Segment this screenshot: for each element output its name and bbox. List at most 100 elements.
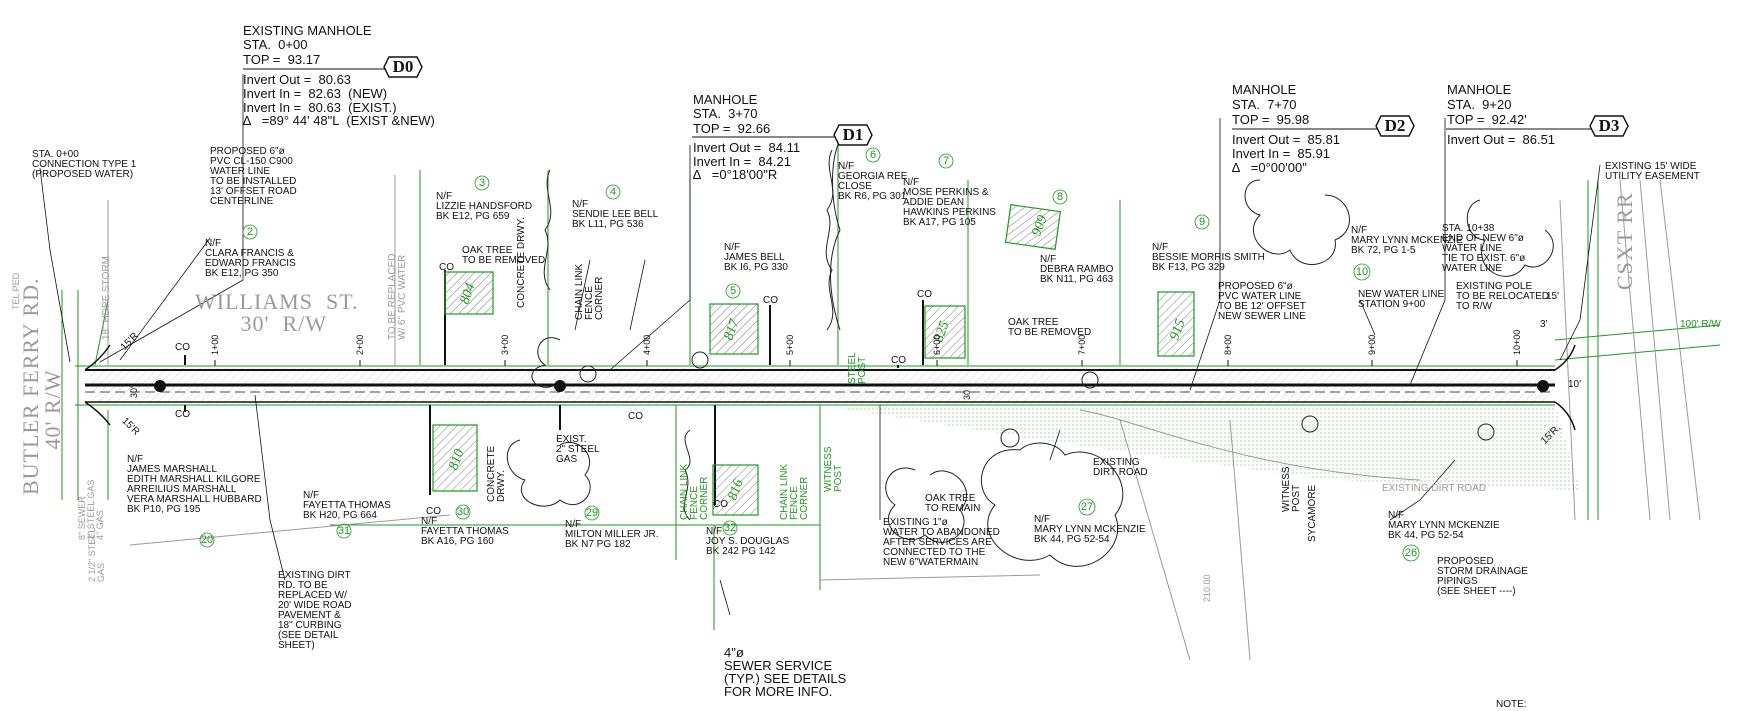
parcel-10: 10	[1353, 263, 1371, 281]
owner-debra-rambo: N/F DEBRA RAMBO BK N11, PG 463	[1040, 254, 1114, 285]
note-existing-water: EXISTING 1"ø WATER TO ABANDONED AFTER SE…	[883, 517, 1000, 568]
note-to-be-replaced: TO BE REPLACED W/ 6" PVC WATER	[387, 253, 408, 340]
owner-fayetta-thomas-2: N/F FAYETTA THOMAS BK A16, PG 160	[421, 516, 509, 547]
manhole-d0-header: EXISTING MANHOLE	[243, 23, 372, 38]
manhole-d3-header: MANHOLE	[1447, 82, 1512, 97]
owner-lizzie-handsford: N/F LIZZIE HANDSFORD BK E12, PG 659	[436, 191, 533, 222]
note-sta-1038: STA. 10+38 END OF NEW 6"ø WATER LINE TIE…	[1442, 223, 1526, 274]
manhole-d0-delta: ∆ =89° 44' 48"L (EXIST &NEW)	[243, 113, 435, 128]
note-existing-dirt-road-1: EXISTING DIRT ROAD	[1093, 457, 1148, 478]
note-utility-easement: EXISTING 15' WIDE UTILITY EASEMENT	[1605, 161, 1700, 182]
note-sycamore: SYCAMORE	[1307, 484, 1318, 542]
note-witness-post-2: WITNESS POST	[1281, 466, 1302, 512]
note-existing-pole: EXISTING POLE TO BE RELOCATED TO R/W	[1456, 281, 1549, 312]
parcel-7: 7	[936, 151, 956, 171]
parcel-27: 27	[1078, 498, 1096, 516]
owner-mary-mckenzie-mid: N/F MARY LYNN MCKENZIE BK 44, PG 52-54	[1034, 514, 1146, 545]
dim-3: 3'	[1540, 319, 1548, 330]
note-proposed-pvc: PROPOSED 6"ø PVC CL-150 C900 WATER LINE …	[210, 146, 297, 207]
manhole-markers	[154, 380, 1549, 392]
manhole-d1-delta: ∆ =0°18'00"R	[693, 167, 778, 182]
owner-georgia-close: N/F GEORGIA REE CLOSE BK R6, PG 301	[838, 161, 908, 202]
note-proposed-pvc-2: PROPOSED 6"ø PVC WATER LINE TO BE 12' OF…	[1218, 281, 1306, 322]
note-oak-removed-2: OAK TREE TO BE REMOVED	[1008, 317, 1092, 338]
cleanout-label-2: CO	[175, 409, 190, 420]
cleanout-label-7: CO	[628, 411, 643, 422]
station-6: 6+00	[932, 334, 942, 355]
street-butler-ferry: BUTLER FERRY RD. 40' R/W	[18, 277, 65, 496]
parcel-26: 26	[1402, 544, 1420, 562]
note-oak-removed-1: OAK TREE TO BE REMOVED	[462, 245, 546, 266]
manhole-d0-station: STA. 0+00	[243, 37, 308, 52]
parcel-9: 9	[1192, 212, 1212, 232]
manhole-d3-tag: D3	[1589, 115, 1629, 137]
note-steel-post: STEEL POST	[847, 352, 868, 384]
manhole-d1-tag: D1	[833, 124, 873, 146]
parcel-3: 3	[472, 173, 492, 193]
manhole-d2-header: MANHOLE	[1232, 82, 1297, 97]
station-1: 1+00	[210, 334, 220, 355]
parcel-8: 8	[1050, 187, 1070, 207]
owner-joy-douglas: N/F JOY S. DOUGLAS BK 242 PG 142	[706, 526, 790, 557]
main-pipes	[84, 344, 1576, 431]
owner-mary-mckenzie-right: N/F MARY LYNN MCKENZIE BK 44, PG 52-54	[1388, 510, 1500, 541]
parcel-29: 29	[584, 505, 600, 521]
owner-milton-miller: N/F MILTON MILLER JR. BK N7 PG 182	[565, 519, 659, 550]
station-ticks	[214, 360, 1518, 366]
cleanout-label-1: CO	[175, 342, 190, 353]
owner-mary-mckenzie-top: N/F MARY LYNN MCKENZIE BK 72, PG 1-5	[1351, 225, 1463, 256]
station-5: 5+00	[785, 334, 795, 355]
manhole-d1-invert-in: Invert In = 84.21	[693, 154, 791, 169]
owner-bessie-smith: N/F BESSIE MORRIS SMITH BK F13, PG 329	[1152, 242, 1265, 273]
note-concrete-drwy-1: CONCRETE DRWY.	[516, 217, 527, 308]
dim-30-left: 30'	[129, 386, 139, 398]
manhole-d0-tag: D0	[383, 56, 423, 78]
station-10: 10+00	[1512, 329, 1522, 355]
parcel-6: 6	[863, 145, 883, 165]
cleanout-label-8: CO	[426, 506, 441, 517]
note-hdpe-storm: 18" HDPE STORM	[101, 256, 112, 340]
manhole-d0-invert-in-exist: Invert In = 80.63 (EXIST.)	[243, 100, 397, 115]
owner-sendie-lee-bell: N/F SENDIE LEE BELL BK L11, PG 536	[572, 199, 659, 230]
dim-15: 15'	[1546, 291, 1560, 302]
manhole-d1-station: STA. 3+70	[693, 106, 758, 121]
parcel-5: 5	[723, 281, 743, 301]
station-3: 3+00	[500, 334, 510, 355]
property-lines	[61, 145, 1721, 630]
manhole-d1-invert-out: Invert Out = 84.11	[693, 140, 801, 155]
manhole-d1-top: TOP = 92.66	[693, 121, 771, 136]
dim-30-mid: 30	[962, 389, 972, 400]
station-9: 9+00	[1367, 334, 1377, 355]
note-oak-remain: OAK TREE TO REMAIN	[925, 493, 981, 514]
note-sta-start: STA. 0+00 CONNECTION TYPE 1 (PROPOSED WA…	[32, 149, 137, 180]
owner-fayetta-thomas-1: N/F FAYETTA THOMAS BK H20, PG 664	[303, 490, 391, 521]
station-4: 4+00	[642, 334, 652, 355]
note-chain-link-2: CHAIN LINK FENCE CORNER	[679, 463, 710, 520]
leader-lines	[39, 74, 1601, 616]
street-williams: WILLIAMS ST. 30' R/W	[195, 289, 359, 336]
parcel-32: 32	[722, 520, 738, 536]
note-new-water-line: NEW WATER LINE STATION 9+00	[1358, 289, 1445, 310]
manhole-d1-header: MANHOLE	[693, 92, 758, 107]
owner-mose-perkins: N/F MOSE PERKINS & ADDIE DEAN HAWKINS PE…	[903, 177, 996, 228]
parcel-2: 2	[240, 222, 260, 242]
cleanout-label-6: CO	[891, 355, 906, 366]
parcel-31: 31	[336, 523, 352, 539]
parcel-4: 4	[603, 182, 623, 202]
tree-symbols	[506, 139, 1554, 567]
manhole-d0-invert-in-new: Invert In = 82.63 (NEW)	[243, 86, 388, 101]
manhole-d2-invert-out: Invert Out = 85.81	[1232, 132, 1341, 147]
dim-10: 10'	[1568, 379, 1582, 390]
parcel-30: 30	[455, 504, 471, 520]
note-existing-dirt-road-2: EXISTING DIRT ROAD	[1382, 483, 1487, 494]
note-storm-drainage: PROPOSED STORM DRAINAGE PIPINGS (SEE SHE…	[1437, 556, 1528, 597]
owner-clara-francis: N/F CLARA FRANCIS & EDWARD FRANCIS BK E1…	[205, 238, 296, 279]
manhole-d2-station: STA. 7+70	[1232, 97, 1297, 112]
note-sewer-service: 4"ø SEWER SERVICE (TYP.) SEE DETAILS FOR…	[724, 645, 847, 699]
cleanout-label-3: CO	[439, 262, 454, 273]
note-chain-link-1: CHAIN LINK FENCE CORNER	[574, 263, 605, 320]
header-rules	[243, 68, 1592, 138]
note-gas-small: 2 1/2" STEEL GAS	[87, 527, 106, 582]
owner-james-bell: N/F JAMES BELL BK I6, PG 330	[724, 242, 788, 273]
cleanout-label-9: CO	[713, 499, 728, 510]
